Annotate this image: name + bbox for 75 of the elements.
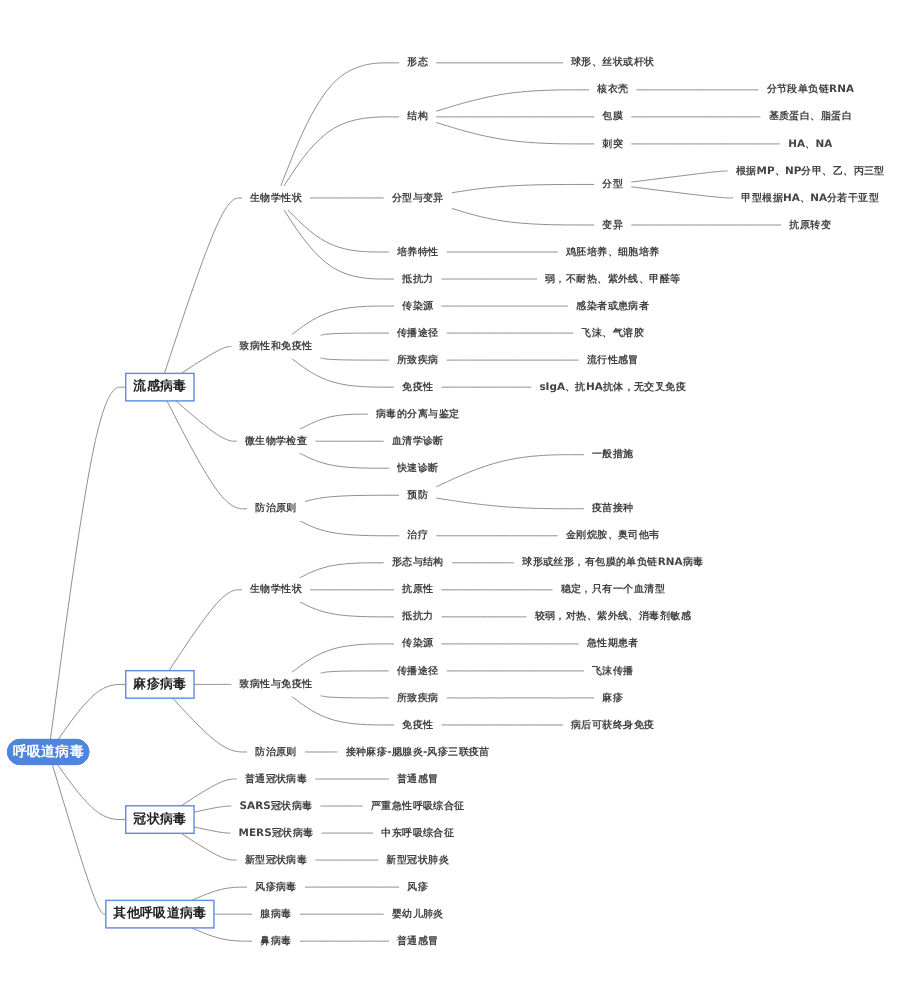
connector — [298, 452, 390, 469]
connector — [319, 670, 390, 674]
connector — [180, 778, 238, 807]
connector — [180, 832, 238, 861]
connector — [290, 305, 395, 336]
connector — [57, 683, 127, 741]
connector — [193, 683, 233, 685]
connector — [450, 183, 596, 194]
connector — [303, 494, 401, 503]
connector — [445, 251, 559, 253]
connector — [298, 519, 401, 537]
connector — [52, 764, 107, 915]
connector — [193, 805, 233, 813]
connector — [314, 859, 380, 861]
connector — [298, 562, 385, 579]
connector — [298, 413, 369, 431]
connector — [440, 386, 533, 388]
connector — [445, 359, 580, 361]
connector — [309, 197, 385, 199]
connector — [630, 143, 782, 145]
connector — [191, 927, 254, 942]
connector — [303, 886, 401, 888]
connector — [440, 724, 564, 726]
connector — [445, 670, 585, 672]
connector — [290, 695, 395, 726]
connector — [450, 207, 596, 226]
connector — [309, 589, 395, 591]
connector — [435, 454, 585, 488]
connector — [450, 562, 515, 564]
connector — [191, 886, 248, 901]
connector — [287, 209, 390, 253]
connector — [630, 186, 735, 199]
connector — [445, 332, 575, 334]
connector — [283, 116, 401, 187]
connector — [435, 535, 559, 537]
connector — [213, 913, 254, 915]
connector — [435, 497, 585, 510]
connector — [440, 278, 538, 280]
connector — [298, 913, 385, 915]
connector — [435, 62, 564, 64]
connector — [290, 357, 395, 388]
connector — [298, 600, 395, 618]
connector — [49, 386, 127, 741]
connector — [168, 589, 243, 672]
connector — [319, 695, 390, 699]
connector — [435, 116, 596, 118]
connector — [175, 400, 238, 442]
connector — [319, 357, 390, 361]
connector — [298, 940, 390, 942]
connector — [440, 616, 528, 618]
connector — [57, 764, 127, 821]
connector — [163, 197, 243, 374]
connector — [440, 643, 580, 645]
connector — [280, 62, 401, 187]
connector — [283, 209, 395, 280]
connector — [435, 121, 596, 145]
connector — [172, 697, 248, 753]
connector — [193, 826, 232, 834]
connector — [319, 332, 390, 336]
connector — [630, 224, 783, 226]
connector — [445, 697, 596, 699]
connector — [314, 440, 385, 442]
connector — [630, 116, 762, 118]
connector — [314, 778, 390, 780]
connector — [320, 832, 375, 834]
connector — [319, 805, 364, 807]
connector — [635, 89, 760, 91]
connector — [435, 89, 591, 112]
connector — [166, 400, 248, 510]
connector — [440, 589, 554, 591]
connector — [180, 346, 233, 374]
connector — [303, 751, 339, 753]
connector — [440, 305, 570, 307]
connector — [630, 170, 729, 183]
connector — [290, 643, 395, 674]
